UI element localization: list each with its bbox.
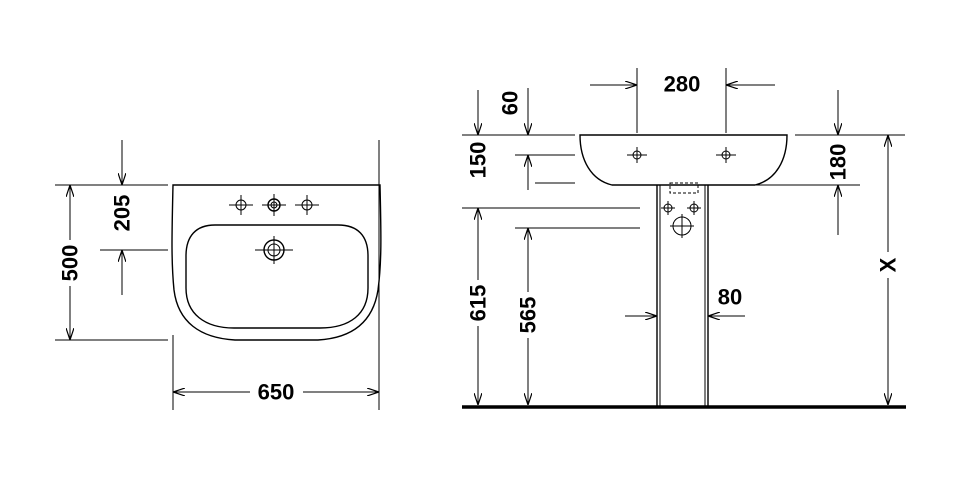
trap-outline — [669, 182, 699, 194]
dimension-650: 650 — [173, 380, 379, 405]
dimension-label-60: 60 — [498, 91, 523, 115]
dimension-565: 565 — [516, 228, 541, 405]
tap-hole-left — [229, 195, 253, 215]
dimension-500: 500 — [58, 185, 83, 340]
dimension-label-150: 150 — [466, 142, 491, 179]
basin-outline-top — [171, 184, 382, 341]
fitting-left — [661, 201, 675, 215]
dimension-label-80: 80 — [718, 285, 742, 310]
tap-hole-side-right — [716, 147, 736, 163]
dimension-60: 60 — [498, 88, 529, 190]
basin-outline-side — [579, 134, 788, 186]
tap-hole-right — [295, 195, 319, 215]
fitting-right — [687, 201, 701, 215]
dimension-label-280: 280 — [664, 72, 701, 97]
dimension-615: 615 — [466, 208, 491, 405]
dimension-label-180: 180 — [826, 144, 851, 181]
tap-hole-center — [262, 194, 286, 216]
dimension-180: 180 — [826, 90, 851, 235]
dimension-205: 205 — [110, 140, 135, 295]
drain-hole — [255, 236, 293, 264]
top-view: 205 500 650 — [55, 140, 382, 410]
dimension-label-500: 500 — [58, 245, 83, 282]
side-view: 280 60 150 615 565 180 — [462, 68, 906, 409]
outlet-fitting — [670, 214, 694, 238]
tap-hole-side-left — [627, 147, 647, 163]
dimension-280: 280 — [590, 72, 775, 97]
dimension-label-205: 205 — [110, 195, 135, 232]
basin-bowl-top — [185, 224, 369, 329]
dimension-label-565: 565 — [516, 297, 541, 334]
dimension-label-650: 650 — [258, 380, 295, 405]
dimension-x: X — [876, 135, 901, 405]
dimension-label-615: 615 — [466, 285, 491, 322]
dimension-150: 150 — [466, 90, 491, 178]
dimension-80: 80 — [625, 285, 745, 317]
pedestal — [656, 182, 709, 407]
dimension-label-x: X — [876, 257, 901, 272]
